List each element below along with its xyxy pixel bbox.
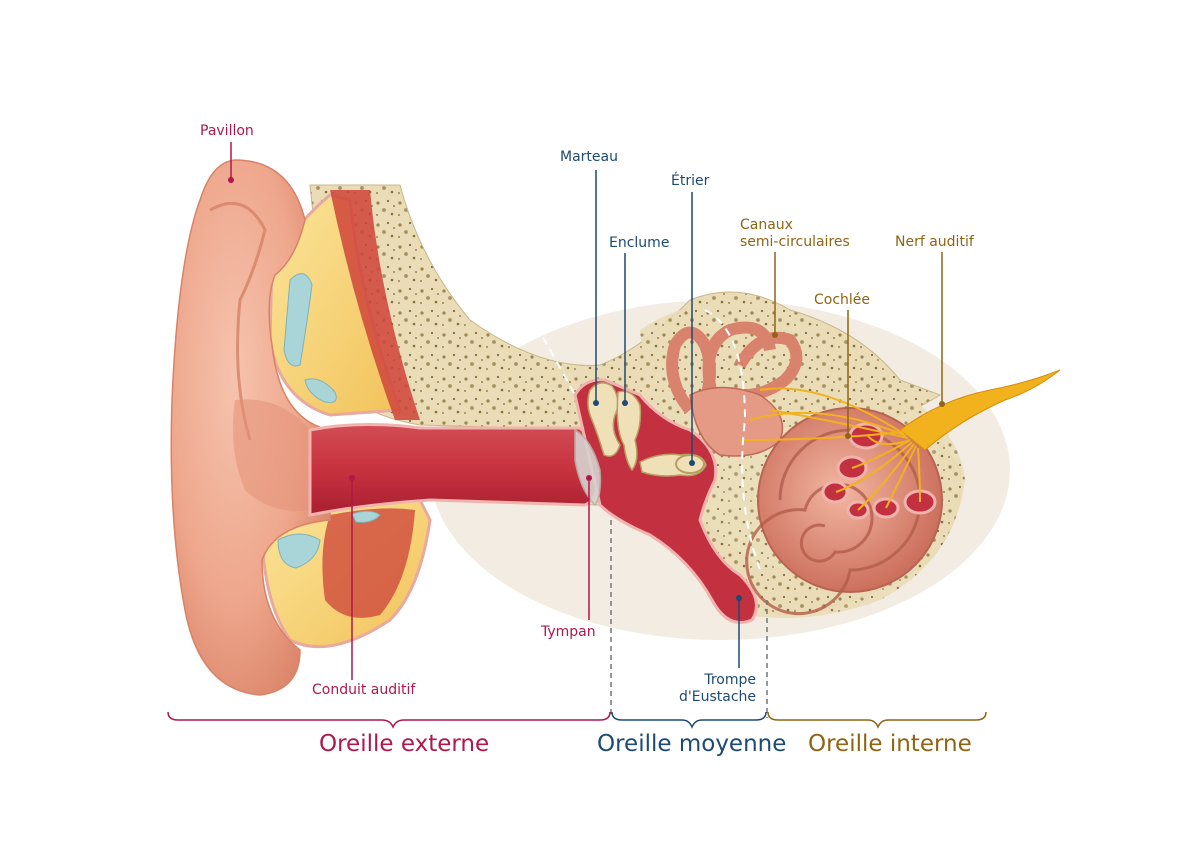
- label-canaux-semi-circulaires: Canaux semi-circulaires: [740, 217, 850, 251]
- pinna-helix-fold: [209, 201, 267, 441]
- section-oreille-interne: Oreille interne: [808, 731, 972, 757]
- label-canaux-line2: semi-circulaires: [740, 234, 850, 250]
- label-pavillon: Pavillon: [200, 123, 254, 139]
- cartilage-2: [304, 378, 337, 403]
- label-marteau: Marteau: [560, 149, 618, 165]
- cochlea-outer: [757, 407, 943, 593]
- boundary-outer-middle: [499, 264, 576, 396]
- cartilage-4: [351, 510, 381, 523]
- label-trompe-eustache: Trompe d'Eustache: [676, 672, 756, 706]
- auditory-nerve-bundle: [899, 369, 1061, 451]
- brace-inner: [767, 711, 987, 729]
- label-nerf-auditif: Nerf auditif: [895, 234, 974, 250]
- label-tympan: Tympan: [541, 624, 596, 640]
- label-etrier: Étrier: [671, 173, 710, 189]
- pinna-concha: [232, 399, 310, 511]
- label-cochlee: Cochlée: [814, 292, 871, 308]
- label-conduit-auditif: Conduit auditif: [312, 682, 416, 698]
- leader-lines: [230, 142, 943, 680]
- section-oreille-externe: Oreille externe: [319, 731, 490, 757]
- label-trompe-line2: d'Eustache: [679, 689, 756, 705]
- label-trompe-line1: Trompe: [704, 672, 756, 688]
- label-enclume: Enclume: [609, 235, 670, 251]
- muscle-layer-upper: [330, 190, 420, 420]
- ear-canal: [308, 422, 602, 517]
- brace-middle: [611, 711, 767, 729]
- muscle-layer-lower: [322, 508, 415, 618]
- semicircular-canal-3: [734, 331, 803, 401]
- cartilage-3: [277, 533, 321, 569]
- cochlea-section-3: [821, 480, 849, 504]
- eardrum: [574, 428, 602, 507]
- boundary-middle-inner: [704, 309, 761, 571]
- nerve-fibers: [739, 387, 921, 511]
- cartilage-1: [283, 273, 313, 367]
- stapes: [639, 453, 707, 477]
- section-oreille-moyenne: Oreille moyenne: [597, 731, 787, 757]
- label-canaux-line1: Canaux: [740, 217, 793, 233]
- incus: [616, 390, 642, 472]
- middle-ear-cavity: [573, 378, 758, 624]
- brace-outer: [167, 711, 611, 729]
- stapes-footplate: [675, 454, 705, 474]
- leader-dots: [228, 177, 945, 601]
